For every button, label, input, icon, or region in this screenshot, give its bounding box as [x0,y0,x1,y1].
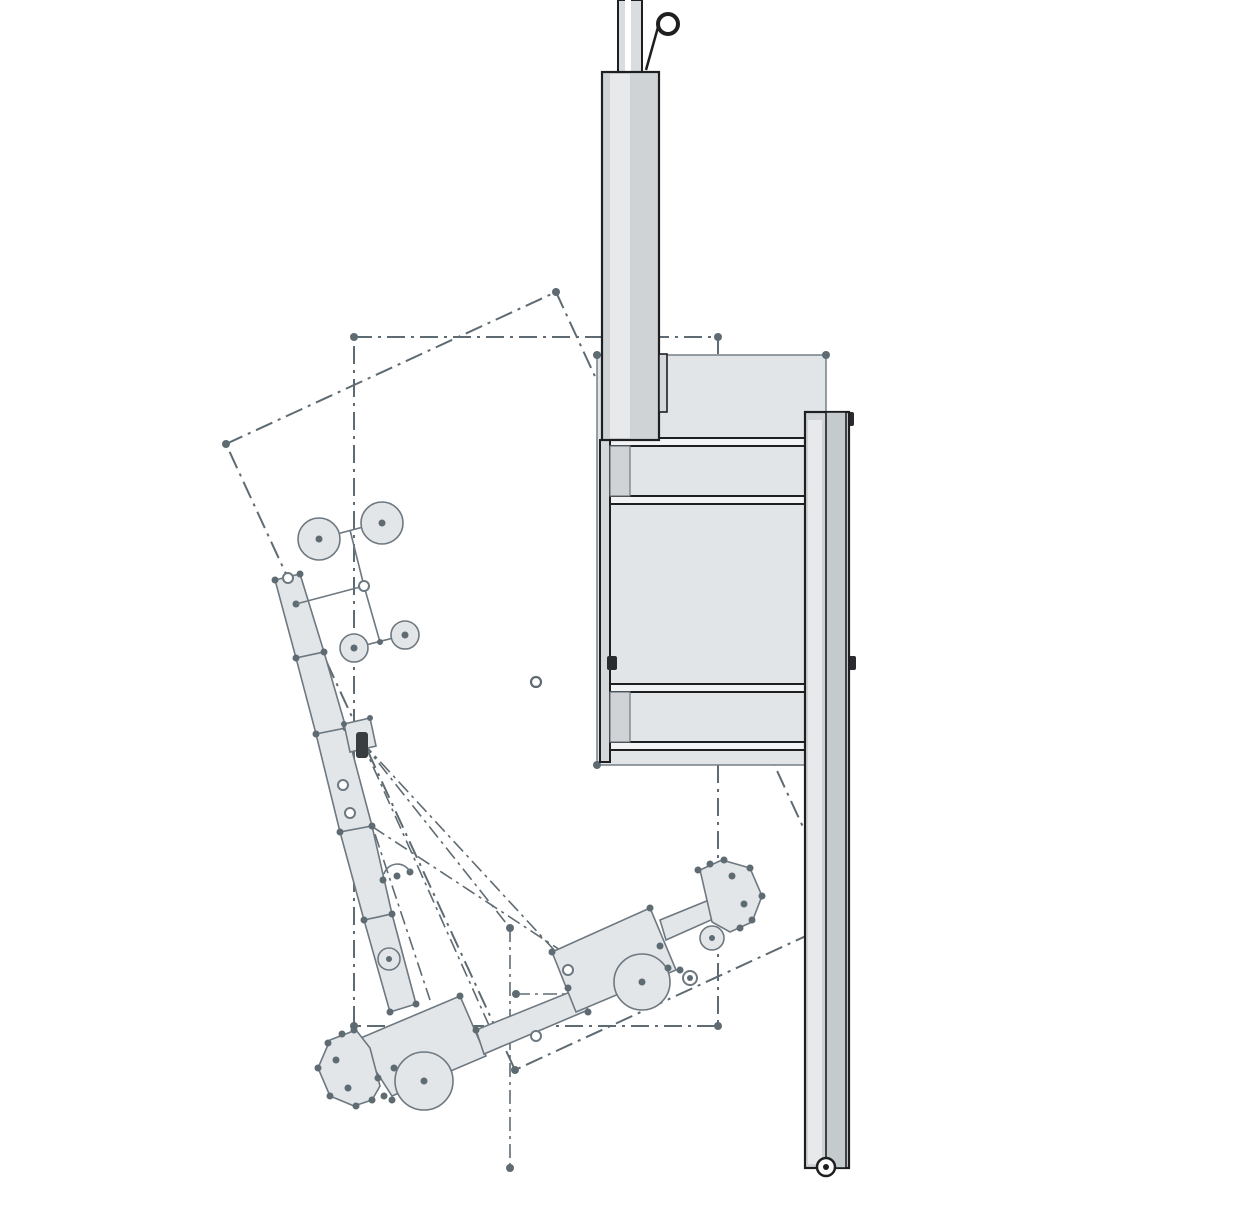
reach-line-a [361,741,493,1033]
hinge-hardware [341,715,377,758]
caster-wheels-upper [295,501,420,663]
reach-line-b [361,741,511,929]
crossbar-2 [607,495,829,505]
pivot-marker [529,675,543,689]
crossbar-3 [607,683,829,693]
rotated-bounding-frame [224,290,847,1072]
seat-frame [352,896,725,1098]
carriage-bracket [593,351,856,769]
crossbar-4 [607,741,829,751]
vertical-rail [803,410,851,1178]
footplate [694,856,766,933]
rear-wheels [314,1026,454,1111]
reach-line-e [349,811,561,951]
mast-tube [600,70,668,442]
wheelchair-ghost-outline [271,501,766,1111]
pin-ring-icon [656,12,680,36]
mounting-post [617,0,680,73]
reach-line-c [361,741,557,953]
